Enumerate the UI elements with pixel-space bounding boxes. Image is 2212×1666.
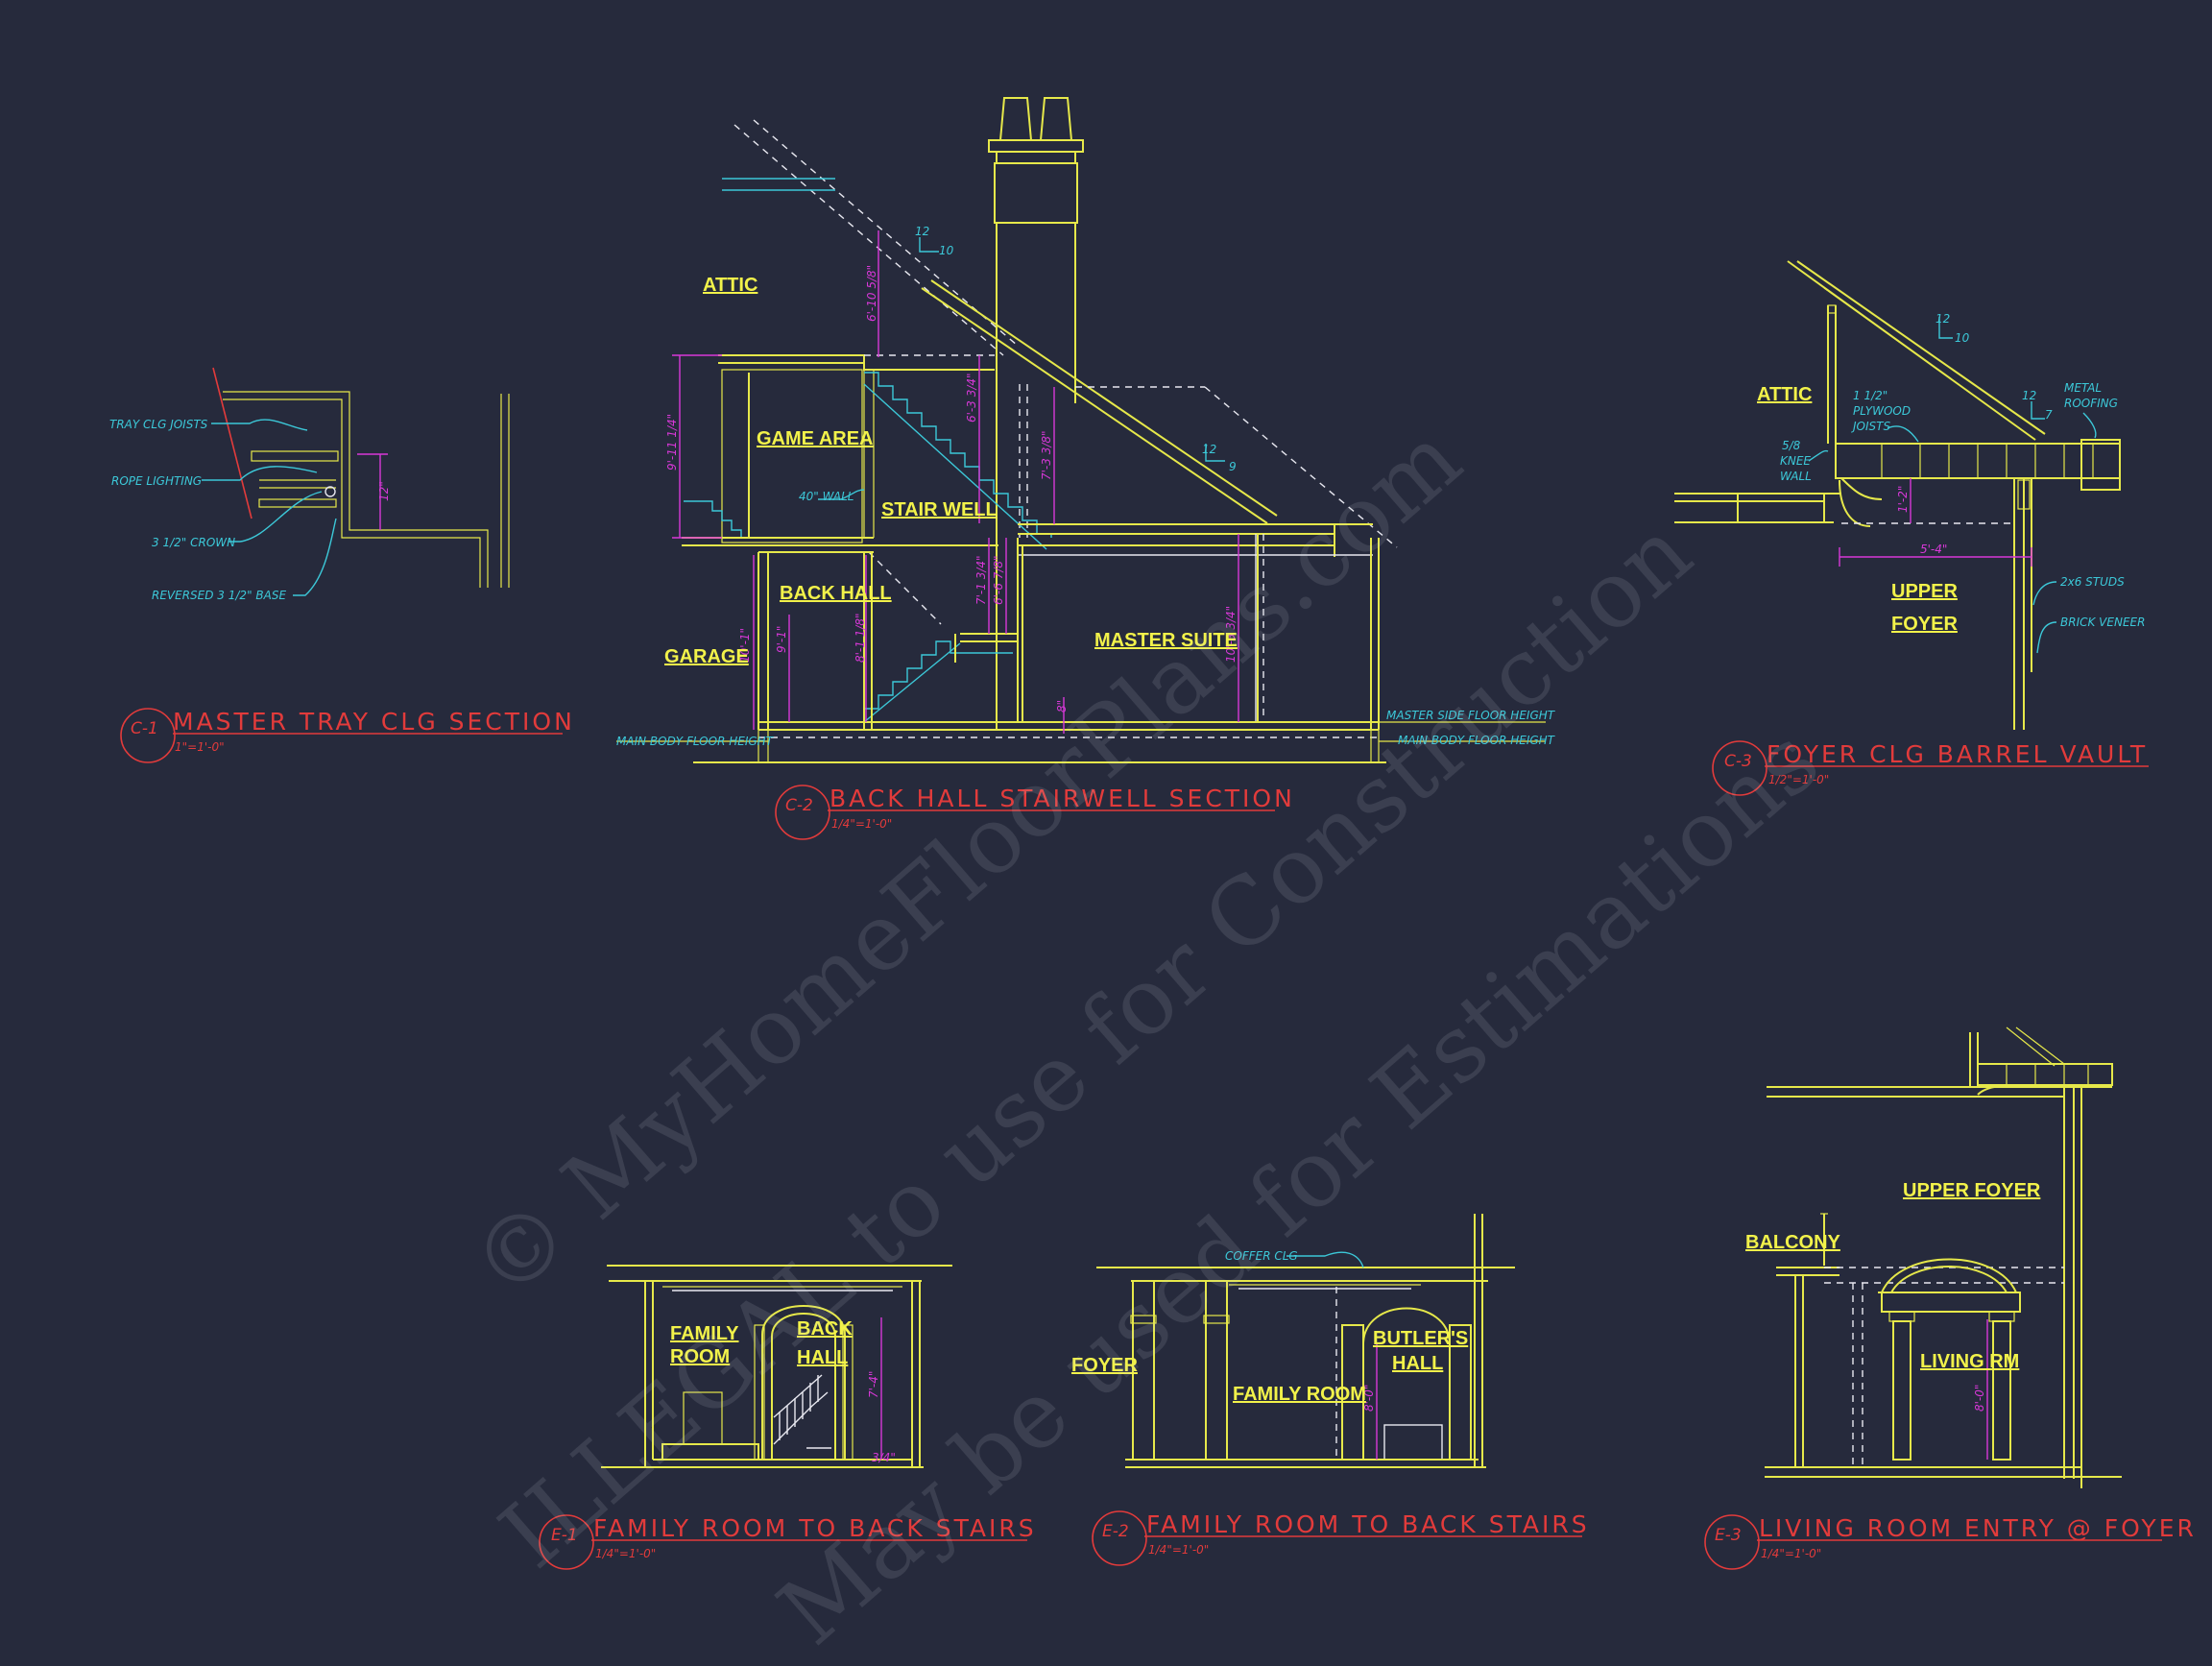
e2-tag: E-2 <box>1102 1522 1129 1541</box>
e2-room-family: FAMILY ROOM <box>1233 1384 1366 1405</box>
e1-room-room: ROOM <box>670 1346 730 1367</box>
detail-c2: 12 10 12 9 9'-11 1/4" 6'-10 5/8" 6'-3 3/… <box>616 97 1556 840</box>
c2-scale: 1/4"=1'-0" <box>831 817 892 831</box>
c1-note-rope-lighting: ROPE LIGHTING <box>111 474 202 488</box>
e2-title: FAMILY ROOM TO BACK STAIRS <box>1146 1510 1590 1538</box>
c1-tag: C-1 <box>131 719 158 738</box>
e1-dim-small: 3/4" <box>872 1451 896 1464</box>
e2-room-butlers: BUTLER'S <box>1373 1328 1468 1349</box>
e2-note-coffer: COFFER CLG <box>1225 1249 1298 1263</box>
c3-dim-span: 5'-4" <box>1920 543 1947 556</box>
c2-dim-landing-b: 6'-6 7/8" <box>992 555 1005 605</box>
e3-room-balcony: BALCONY <box>1745 1232 1841 1253</box>
c2-room-game-area: GAME AREA <box>757 428 873 449</box>
c2-note-master-floor: MASTER SIDE FLOOR HEIGHT <box>1386 709 1556 722</box>
e2-dim-height: 8'-0" <box>1362 1385 1376 1412</box>
e2-room-foyer: FOYER <box>1071 1355 1138 1376</box>
c3-note-plywood-2: PLYWOOD <box>1853 404 1911 418</box>
c2-pitch2-run: 9 <box>1229 460 1237 473</box>
c3-note-brick: BRICK VENEER <box>2060 616 2145 629</box>
e3-dim-height: 8'-0" <box>1973 1385 1986 1412</box>
e3-title: LIVING ROOM ENTRY @ FOYER <box>1759 1514 2197 1542</box>
c2-dim-chimney: 7'-3 3/8" <box>1040 430 1053 480</box>
c3-note-studs: 2x6 STUDS <box>2060 575 2125 589</box>
c1-dim: 12" <box>377 481 391 501</box>
e1-scale: 1/4"=1'-0" <box>595 1547 656 1560</box>
e2-room-hall: HALL <box>1392 1353 1443 1374</box>
e3-scale: 1/4"=1'-0" <box>1761 1547 1821 1560</box>
c2-title: BACK HALL STAIRWELL SECTION <box>830 785 1295 812</box>
c2-dim-landing-a: 7'-1 3/4" <box>974 555 988 605</box>
c3-pitch2-rise: 12 <box>2022 389 2036 402</box>
detail-e3: 8'-0" UPPER FOYER BALCONY LIVING RM E-3 … <box>1704 1026 2197 1570</box>
c3-note-knee-2: KNEE <box>1780 454 1811 468</box>
e3-tag: E-3 <box>1715 1526 1742 1545</box>
c2-dim-master: 10'-3 3/4" <box>1224 606 1238 663</box>
c2-room-attic: ATTIC <box>703 275 757 296</box>
c2-pitch1-rise: 12 <box>915 225 929 238</box>
e1-dim-height: 7'-4" <box>867 1371 880 1398</box>
c2-room-back-hall: BACK HALL <box>780 583 892 604</box>
c3-tag: C-3 <box>1724 752 1752 771</box>
c3-title: FOYER CLG BARREL VAULT <box>1767 740 2148 768</box>
c2-pitch1-run: 10 <box>939 244 954 257</box>
c2-room-stair-well: STAIR WELL <box>881 499 998 520</box>
c2-tag: C-2 <box>785 796 813 815</box>
c1-note-crown: 3 1/2" CROWN <box>152 536 235 549</box>
e2-scale: 1/4"=1'-0" <box>1148 1543 1209 1557</box>
c3-note-knee-3: WALL <box>1780 470 1812 483</box>
c3-scale: 1/2"=1'-0" <box>1768 773 1829 786</box>
detail-e1: 7'-4" 3/4" FAMILY ROOM BACK HALL E-1 FAM… <box>539 1265 1037 1570</box>
c2-dim-garage: 10'-1" <box>738 628 752 663</box>
c1-scale: 1"=1'-0" <box>175 740 225 754</box>
c2-room-master-suite: MASTER SUITE <box>1094 630 1238 651</box>
c2-dim-stair-upper: 6'-3 3/4" <box>965 373 978 423</box>
e1-tag: E-1 <box>551 1526 578 1545</box>
c3-room-attic: ATTIC <box>1757 384 1812 405</box>
e1-room-hall: HALL <box>797 1347 848 1368</box>
c2-dim-game: 9'-11 1/4" <box>665 414 679 471</box>
c3-room-upper: UPPER <box>1891 581 1958 602</box>
c2-room-garage: GARAGE <box>664 646 749 667</box>
e3-room-living: LIVING RM <box>1920 1351 2019 1372</box>
c2-dim-backhall: 9'-1" <box>775 626 788 653</box>
c3-note-plywood-1: 1 1/2" <box>1853 389 1887 402</box>
c3-note-metal: METAL <box>2064 381 2102 395</box>
detail-c1: 12" TRAY CLG JOISTS ROPE LIGHTING 3 1/2"… <box>109 367 575 763</box>
c3-note-roofing: ROOFING <box>2064 397 2118 410</box>
c3-pitch1-rise: 12 <box>1936 312 1950 326</box>
detail-e2: 8'-0" COFFER CLG FOYER FAMILY ROOM BUTLE… <box>1071 1214 1590 1566</box>
c2-note-main-floor-left: MAIN BODY FLOOR HEIGHT <box>616 735 775 748</box>
c3-pitch1-run: 10 <box>1955 331 1970 345</box>
c2-dim-step: 8" <box>1055 700 1069 712</box>
e3-room-upper-foyer: UPPER FOYER <box>1903 1180 2041 1201</box>
c1-note-base: REVERSED 3 1/2" BASE <box>152 589 286 602</box>
c3-note-knee-1: 5/8 <box>1782 439 1801 452</box>
c1-title: MASTER TRAY CLG SECTION <box>173 708 575 736</box>
c3-pitch2-run: 7 <box>2045 408 2053 422</box>
e1-title: FAMILY ROOM TO BACK STAIRS <box>593 1514 1037 1542</box>
c2-dim-stair-lower: 8'-1 1/8" <box>854 613 867 663</box>
c3-dim-vault: 1'-2" <box>1896 486 1910 513</box>
c2-note-wall: 40" WALL <box>799 490 854 503</box>
c2-pitch2-rise: 12 <box>1202 443 1216 456</box>
e1-room-family: FAMILY <box>670 1323 739 1344</box>
detail-c3: 1'-2" 5'-4" 12 10 12 7 1 1/2" PLYWOOD JO… <box>1674 260 2149 796</box>
c3-room-foyer: FOYER <box>1891 614 1958 635</box>
e1-room-back: BACK <box>797 1318 853 1340</box>
c2-note-main-floor-right: MAIN BODY FLOOR HEIGHT <box>1398 734 1556 747</box>
c3-note-plywood-3: JOISTS <box>1851 420 1890 433</box>
c1-note-tray-joists: TRAY CLG JOISTS <box>109 418 208 431</box>
c2-dim-attic: 6'-10 5/8" <box>865 265 878 322</box>
